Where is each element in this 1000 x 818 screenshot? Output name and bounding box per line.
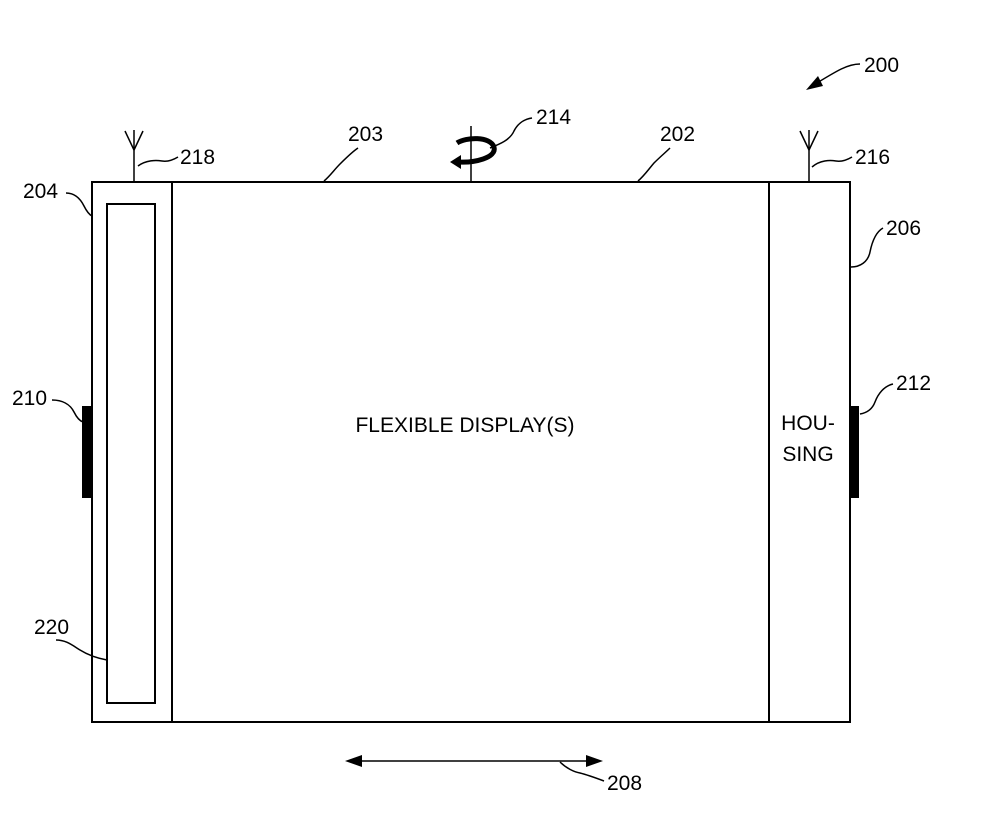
leader-202 <box>637 147 671 182</box>
leader-212 <box>859 383 894 415</box>
slide-arrow-left-icon <box>345 755 362 767</box>
ref-216: 216 <box>855 146 890 169</box>
device-outline <box>91 181 851 723</box>
side-button-210 <box>82 406 93 498</box>
ref-204: 204 <box>23 180 58 203</box>
inner-component-220 <box>106 203 156 704</box>
ref-220: 220 <box>34 616 69 639</box>
housing-label-line2: SING <box>782 443 833 466</box>
leader-214 <box>489 117 533 149</box>
slide-arrow-right-icon <box>586 755 603 767</box>
housing-label-line1: HOU- <box>781 412 835 435</box>
leader-210 <box>51 399 84 423</box>
leader-218 <box>137 156 179 167</box>
leader-203 <box>323 147 359 182</box>
leader-216 <box>811 156 853 168</box>
leader-208 <box>559 761 605 782</box>
ref-202: 202 <box>660 123 695 146</box>
ref-218: 218 <box>180 146 215 169</box>
ref-200: 200 <box>864 54 899 77</box>
rotation-arrow-icon <box>450 136 497 169</box>
antenna-216-icon <box>799 130 819 182</box>
leader-206 <box>850 227 884 268</box>
leader-204 <box>65 192 93 217</box>
arrowhead-200-icon <box>806 76 823 90</box>
side-button-212 <box>850 406 859 498</box>
ref-212: 212 <box>896 372 931 395</box>
ref-214: 214 <box>536 106 571 129</box>
ref-203: 203 <box>348 123 383 146</box>
antenna-218-icon <box>124 130 144 182</box>
leader-220 <box>55 639 108 661</box>
ref-208: 208 <box>607 772 642 795</box>
ref-210: 210 <box>12 387 47 410</box>
ref-206: 206 <box>886 217 921 240</box>
display-label: FLEXIBLE DISPLAY(S) <box>355 414 574 437</box>
